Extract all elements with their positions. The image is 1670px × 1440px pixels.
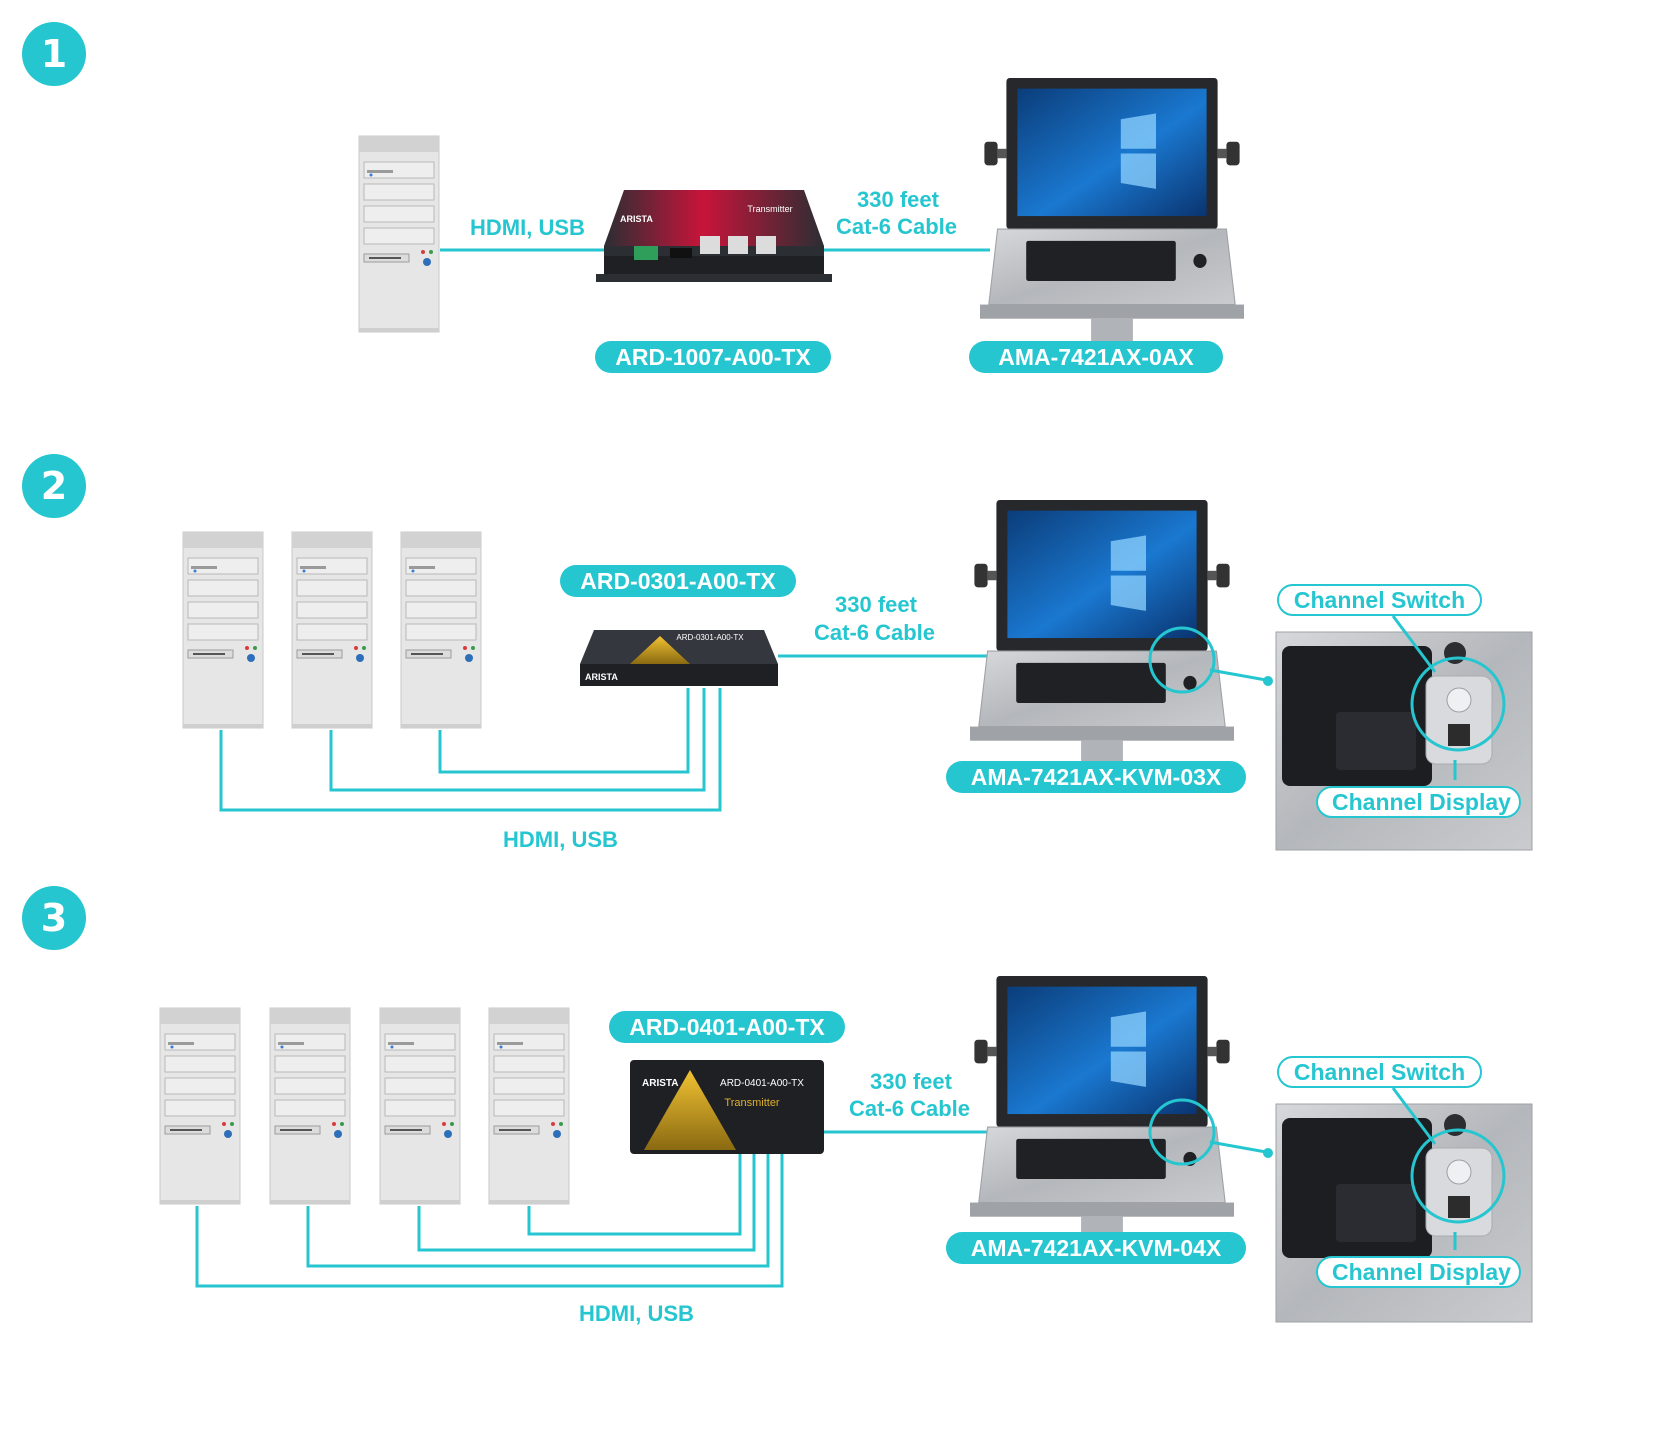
pc-tower-2b (291, 531, 373, 729)
cable-type-label-1: Cat-6 Cable (836, 214, 958, 239)
transmitter-flange-1 (596, 274, 832, 282)
transmitter-top-1 (604, 190, 824, 246)
zoom-panel-3 (1275, 1103, 1533, 1323)
display-model-3: AMA-7421AX-KVM-04X (946, 1232, 1246, 1264)
transmitter-logo-2 (630, 636, 690, 664)
hdmi-port-1 (670, 248, 692, 258)
zoom-ring-3 (1410, 1128, 1506, 1224)
zoom-marker-3 (1148, 1098, 1216, 1166)
pc-cable-3c (417, 1150, 756, 1252)
pc-tower-2a (182, 531, 264, 729)
pc-cable-3d (527, 1150, 742, 1236)
transmitter-print-2: ARD-0301-A00-TX (676, 633, 744, 642)
pc-tower-3b (269, 1007, 351, 1205)
transmitter-brand-1: ARISTA (620, 214, 653, 224)
zoom-dot-2 (1263, 676, 1273, 686)
transmitter-model-2: ARD-0301-A00-TX (560, 565, 796, 597)
channel-switch-label-2: Channel Switch (1277, 584, 1482, 616)
pc-tower-1 (358, 135, 440, 333)
pc-tower-3d (488, 1007, 570, 1205)
terminal-port-1 (634, 246, 658, 260)
pc-link-label-3: HDMI, USB (579, 1301, 694, 1326)
display-unit-2 (969, 499, 1235, 780)
pc-cable-2a (219, 688, 722, 812)
rj45-port-1b (728, 236, 748, 254)
rj45-port-1a (700, 236, 720, 254)
cable-length-label-2: 330 feet (835, 592, 917, 617)
transmitter-model-1: ARD-1007-A00-TX (595, 341, 831, 373)
cable-type-label-3: Cat-6 Cable (849, 1096, 971, 1121)
zoom-ring-2 (1410, 656, 1506, 752)
cable-length-label-1: 330 feet (857, 187, 939, 212)
transmitter-sub-3: Transmitter (724, 1097, 780, 1109)
pc-cable-3b (306, 1150, 770, 1268)
display-unit-1 (979, 77, 1245, 358)
pc-tower-2c (400, 531, 482, 729)
transmitter-front-2 (580, 664, 778, 686)
step-badge-2: 2 (22, 454, 86, 518)
pc-link-label-1: HDMI, USB (470, 215, 585, 240)
transmitter-sub-1: Transmitter (747, 204, 792, 214)
step-badge-1: 1 (22, 22, 86, 86)
display-model-1: AMA-7421AX-0AX (969, 341, 1223, 373)
pc-cable-3a (195, 1150, 784, 1288)
zoom-marker-2 (1148, 626, 1216, 694)
channel-display-label-2: Channel Display (1316, 786, 1521, 818)
rj45-port-1c (756, 236, 776, 254)
switch-pointer-3 (1391, 1087, 1437, 1145)
transmitter-logo-3 (644, 1070, 736, 1150)
cable-type-label-2: Cat-6 Cable (814, 620, 936, 645)
cable-length-label-3: 330 feet (870, 1069, 952, 1094)
transmitter-model-3: ARD-0401-A00-TX (609, 1011, 845, 1043)
pc-cable-2b (329, 688, 706, 792)
zoom-link-3 (1209, 1140, 1267, 1154)
step-badge-3: 3 (22, 886, 86, 950)
transmitter-brand-3: ARISTA (642, 1078, 678, 1089)
channel-display-label-3: Channel Display (1316, 1256, 1521, 1288)
pc-tower-3a (159, 1007, 241, 1205)
pc-link-label-2: HDMI, USB (503, 827, 618, 852)
pc-cable-2c (438, 688, 690, 774)
switch-pointer-2 (1391, 615, 1437, 673)
transmitter-brand-2: ARISTA (585, 672, 618, 682)
transmitter-print-3: ARD-0401-A00-TX (720, 1078, 804, 1089)
channel-switch-label-3: Channel Switch (1277, 1056, 1482, 1088)
transmitter-top-2 (580, 630, 778, 664)
zoom-dot-3 (1263, 1148, 1273, 1158)
display-model-2: AMA-7421AX-KVM-03X (946, 761, 1246, 793)
pc-tower-3c (379, 1007, 461, 1205)
display-unit-3 (969, 975, 1235, 1256)
zoom-link-2 (1209, 668, 1267, 682)
